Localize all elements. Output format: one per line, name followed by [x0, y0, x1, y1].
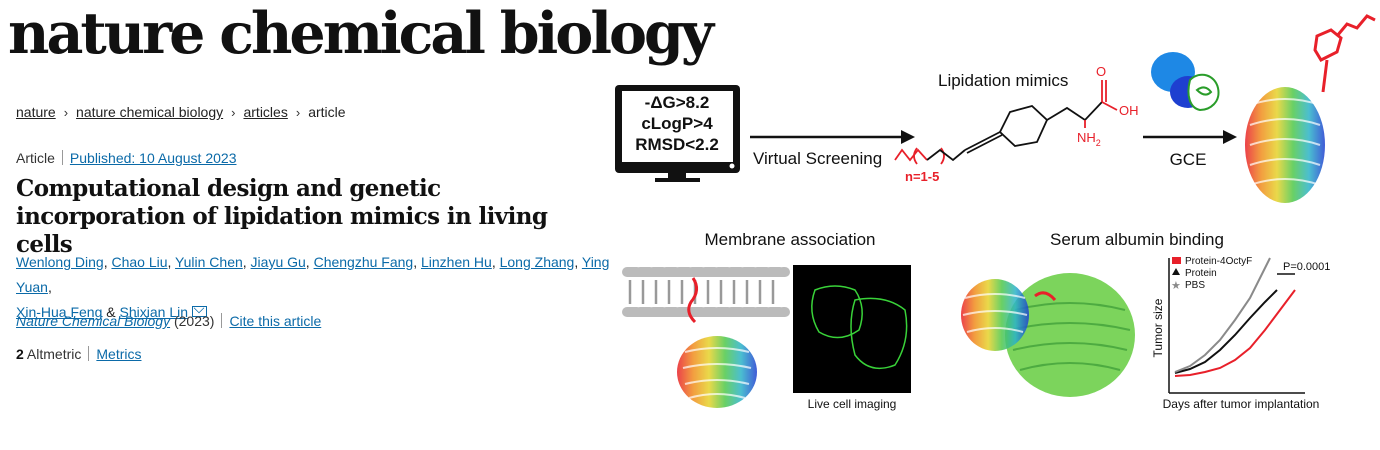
author-link[interactable]: Linzhen Hu [421, 254, 492, 270]
author-link[interactable]: Xin-Hua Feng [16, 304, 103, 320]
divider [88, 346, 90, 361]
ribosome-icon [1151, 52, 1220, 112]
article-meta: Article Published: 10 August 2023 [16, 150, 236, 166]
author-link[interactable]: Ying Yuan [16, 254, 610, 295]
author-list: Wenlong Ding, Chao Liu, Yulin Chen, Jiay… [16, 254, 610, 320]
article-type: Article [16, 150, 55, 166]
tumor-chart: P=0.0001 Protein-4OctyF Protein ★ PBS Tu… [1151, 256, 1330, 411]
arrow-head-icon [1223, 130, 1237, 144]
series-line-protein [1174, 289, 1278, 374]
and-text: & [106, 304, 116, 320]
gce-label: GCE [1170, 150, 1207, 169]
lipid-bilayer-icon [622, 267, 790, 324]
live-cell-image [793, 265, 911, 393]
journal-link[interactable]: Nature Chemical Biology [16, 313, 171, 329]
amine-label: NH2 [1077, 130, 1101, 148]
arrow-head-icon [901, 130, 915, 144]
breadcrumb-journal[interactable]: nature chemical biology [76, 104, 224, 120]
breadcrumb-current: article [308, 104, 346, 120]
author-link[interactable]: Chao Liu [111, 254, 168, 270]
series-line-protein-4octyf [1174, 289, 1296, 377]
article-title: Computational design and genetic incorpo… [16, 175, 548, 258]
membrane-association-title: Membrane association [704, 230, 875, 249]
monitor-line: cLogP>4 [641, 114, 713, 133]
chevron-right-icon: › [63, 105, 69, 120]
virtual-screening-label: Virtual Screening [753, 149, 882, 168]
journal-info: Nature Chemical Biology (2023) Cite this … [16, 313, 321, 329]
breadcrumb-nature[interactable]: nature [16, 104, 56, 120]
serum-albumin-title: Serum albumin binding [1050, 230, 1224, 249]
breadcrumb: nature › nature chemical biology › articles ›… [16, 104, 346, 120]
graphical-abstract: -ΔG>8.2 cLogP>4 RMSD<2.2 Virtual Screeni… [615, 14, 1376, 411]
breadcrumb-articles[interactable]: articles [243, 104, 288, 120]
p-value-label: P=0.0001 [1283, 261, 1330, 273]
legend-marker: ★ [1171, 280, 1181, 292]
molecule-structure [894, 80, 1118, 165]
albumin-protein-icon [961, 273, 1135, 397]
altmetric-count: 2 [16, 346, 24, 362]
site-logo[interactable]: nature chemical biology [8, 0, 714, 67]
monitor-line: RMSD<2.2 [635, 135, 719, 154]
mail-icon[interactable] [192, 306, 208, 317]
y-axis-label: Tumor size [1151, 298, 1165, 357]
legend-label: PBS [1185, 280, 1205, 291]
legend-marker [1172, 257, 1181, 264]
oxygen-label: O [1096, 64, 1106, 79]
published-date-link[interactable]: Published: 10 August 2023 [69, 150, 237, 166]
chevron-right-icon: › [295, 105, 301, 120]
author-link[interactable]: Yulin Chen [175, 254, 243, 270]
protein-structure-icon [677, 336, 757, 408]
monitor-line: -ΔG>8.2 [645, 93, 710, 112]
legend-marker [1172, 268, 1180, 275]
monitor-icon [615, 85, 740, 182]
cite-article-link[interactable]: Cite this article [229, 313, 322, 329]
metrics-link[interactable]: Metrics [96, 346, 142, 362]
hydroxyl-label: OH [1119, 103, 1139, 118]
altmetric-label: Altmetric [26, 346, 82, 362]
legend-label: Protein [1185, 268, 1217, 279]
author-link[interactable]: Shixian Lin [119, 304, 189, 320]
x-axis-label: Days after tumor implantation [1163, 397, 1320, 411]
year: (2023) [173, 313, 215, 329]
author-link[interactable]: Long Zhang [499, 254, 575, 270]
n-range-label: n=1-5 [905, 169, 939, 184]
live-cell-imaging-label: Live cell imaging [808, 397, 897, 411]
chevron-right-icon: › [231, 105, 236, 120]
series-line-pbs [1174, 257, 1271, 373]
author-link[interactable]: Chengzhu Fang [313, 254, 414, 270]
author-link[interactable]: Jiayu Gu [250, 254, 306, 270]
legend-label: Protein-4OctyF [1185, 256, 1252, 267]
lipidation-title: Lipidation mimics [938, 71, 1068, 90]
protein-structure-icon [1245, 14, 1376, 203]
divider [61, 150, 63, 165]
divider [221, 313, 223, 328]
author-link[interactable]: Wenlong Ding [16, 254, 104, 270]
altmetric-info: 2 Altmetric Metrics [16, 346, 142, 362]
